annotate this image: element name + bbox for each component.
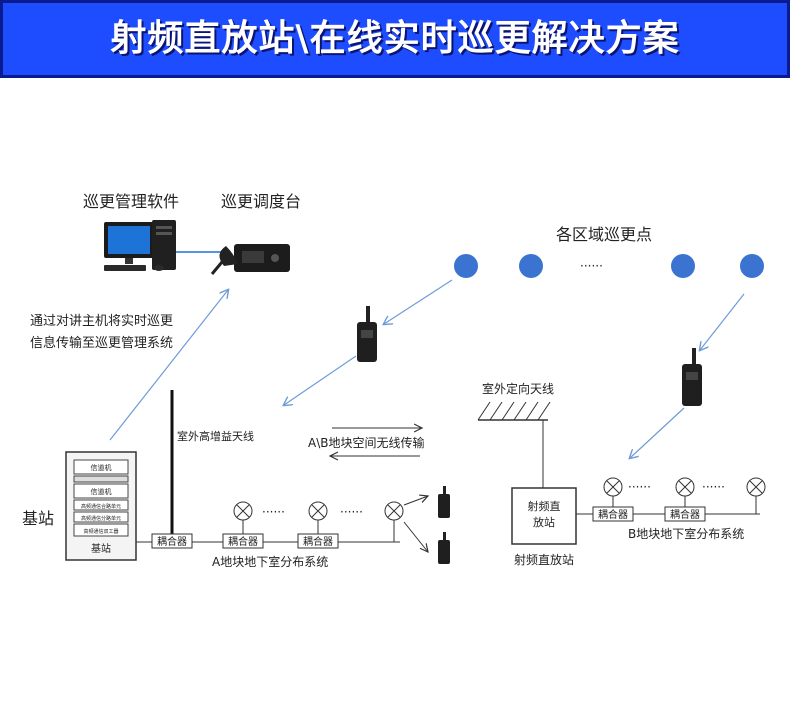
patrol-point — [671, 254, 695, 278]
patrol-point — [740, 254, 764, 278]
base-station-label: 基站 — [22, 509, 54, 528]
rack-bottom-label: 基站 — [91, 542, 111, 555]
rack-module: 高频通信双工器 — [83, 528, 118, 535]
ellipsis-dots: ······ — [628, 480, 651, 494]
handheld-radio-icon — [438, 486, 450, 518]
point-to-radio-arrow — [384, 279, 453, 324]
coupler-label: 耦合器 — [598, 508, 628, 521]
ellipsis-dots: ······ — [262, 505, 285, 519]
wireless-link-label: A\B地块空间无线传输 — [308, 435, 425, 450]
handheld-radio-icon — [438, 532, 450, 564]
patrol-software-label: 巡更管理软件 — [83, 192, 179, 211]
dispatch-console-icon — [210, 244, 290, 275]
patrol-point — [519, 254, 543, 278]
ellipsis-dots: ······ — [580, 259, 603, 273]
coupler-label: 耦合器 — [303, 535, 333, 548]
rack-module: 高频通信分路单元 — [81, 515, 121, 522]
link-arrow — [403, 496, 428, 506]
directional-antenna-icon — [477, 401, 551, 421]
uplink-arrow — [109, 290, 228, 441]
patrol-point — [454, 254, 478, 278]
indoor-antenna-icon — [384, 501, 404, 521]
title-banner: 射频直放站\在线实时巡更解决方案 — [0, 0, 790, 78]
repeater-box — [511, 487, 577, 545]
indoor-antenna-icon — [603, 477, 623, 497]
repeater-caption: 射频直放站 — [514, 552, 574, 567]
coupler-label: 耦合器 — [228, 535, 258, 548]
radio-to-antenna-arrow — [284, 355, 357, 405]
note-line-1: 通过对讲主机将实时巡更 — [30, 314, 173, 329]
title-banner-inner: 射频直放站\在线实时巡更解决方案 — [3, 3, 787, 75]
page-title: 射频直放站\在线实时巡更解决方案 — [110, 18, 680, 59]
outdoor-antenna-label: 室外高增益天线 — [177, 429, 254, 443]
server-rack-icon: 信道机 信道机 高频通信合路单元 高频通信分路单元 高频通信双工器 基站 — [65, 451, 137, 561]
rack-module: 信道机 — [91, 487, 112, 496]
rack-module: 信道机 — [91, 463, 112, 472]
system-a-label: A地块地下室分布系统 — [212, 554, 328, 569]
indoor-antenna-icon — [308, 501, 328, 521]
link-arrow — [403, 521, 428, 552]
patrol-points-label: 各区域巡更点 — [556, 225, 652, 244]
rack-module: 高频通信合路单元 — [81, 503, 121, 510]
indoor-antenna-icon — [746, 477, 766, 497]
coupler-box — [151, 533, 193, 549]
patrol-points — [454, 254, 764, 278]
patrol-console-label: 巡更调度台 — [221, 192, 301, 211]
repeater-box-label: 射频直 — [528, 499, 561, 513]
repeater-box-label: 放站 — [533, 515, 555, 529]
coupler-label: 耦合器 — [670, 508, 700, 521]
handheld-radio-icon — [682, 348, 702, 406]
radio-to-antenna-arrow-b — [630, 407, 685, 458]
desktop-computer-icon — [104, 220, 176, 271]
ellipsis-dots: ······ — [340, 505, 363, 519]
handheld-radio-icon — [357, 306, 377, 362]
system-b-label: B地块地下室分布系统 — [628, 526, 744, 541]
coupler-label: 耦合器 — [157, 535, 187, 548]
directional-antenna-label: 室外定向天线 — [482, 381, 554, 396]
point-to-radio-arrow-b — [700, 293, 745, 350]
ellipsis-dots: ······ — [702, 480, 725, 494]
note-line-2: 信息传输至巡更管理系统 — [30, 335, 173, 351]
indoor-antenna-icon — [675, 477, 695, 497]
indoor-antenna-icon — [233, 501, 253, 521]
